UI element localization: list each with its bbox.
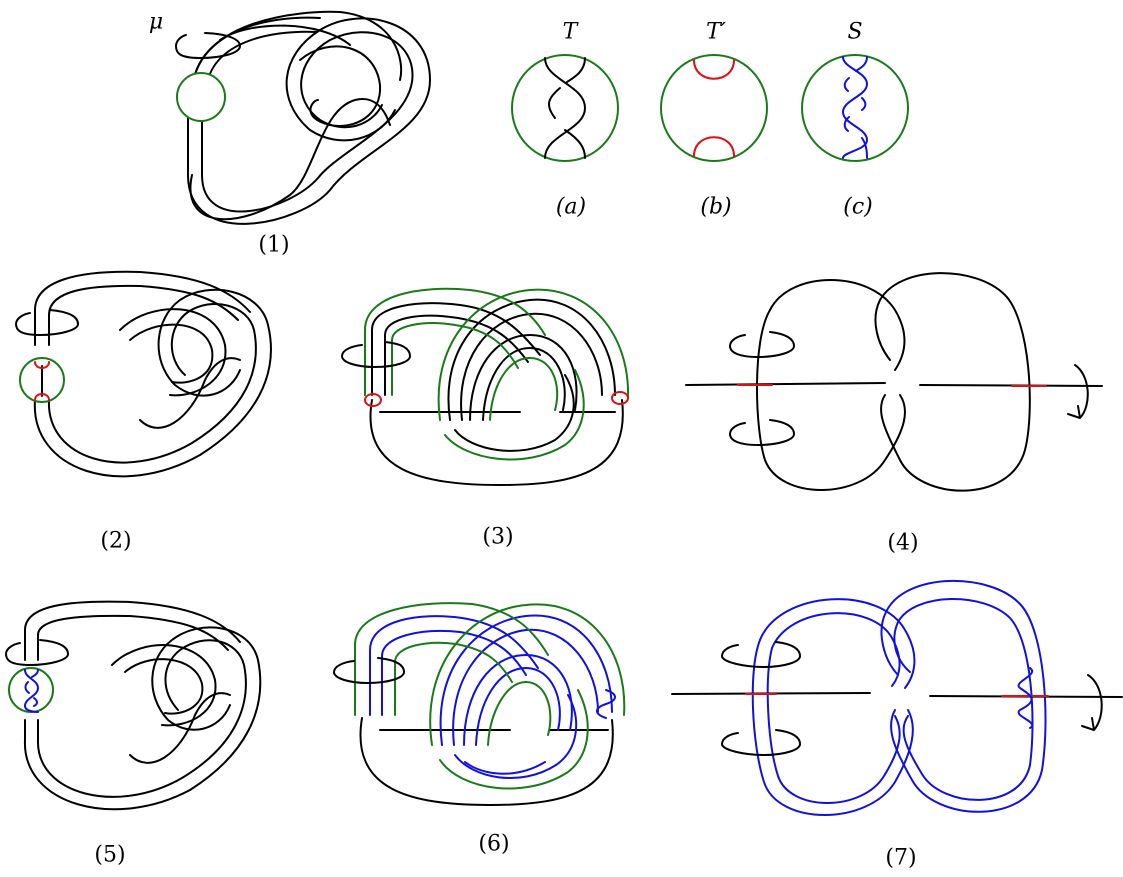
panel-1-knot (188, 12, 430, 224)
tangle-b-ball (661, 55, 767, 161)
panel-7-meridian-bottom (722, 730, 800, 755)
label-panel-5: (5) (94, 843, 125, 868)
panel-3-meridian (342, 342, 410, 367)
tangle-a-strand-2a (567, 58, 585, 82)
label-S: S (847, 20, 862, 45)
tangle-a-ball (512, 55, 618, 161)
tangle-a-strand-2b (549, 88, 560, 118)
band-left-a (188, 18, 430, 223)
panel-4-rotation-arrow (1068, 365, 1088, 418)
label-panel-2: (2) (100, 529, 131, 554)
label-b: (b) (700, 195, 731, 220)
band-left-b (202, 32, 413, 211)
panel-6-blue-band (370, 615, 612, 778)
tangle-a (512, 55, 618, 161)
tangle-c-strand-2 (845, 57, 867, 158)
label-c: (c) (843, 195, 873, 220)
label-T: T (563, 20, 578, 45)
panel-1-meridian (176, 33, 240, 58)
panel-5-ball (9, 668, 53, 712)
label-mu: μ (149, 10, 163, 35)
panel-4-knot (686, 273, 1102, 491)
label-a: (a) (556, 195, 586, 220)
tangle-b (661, 55, 767, 161)
tangle-b-arc-top (694, 60, 734, 79)
panel-3-red-right (612, 392, 628, 404)
panel-7-rotation-arrow (1082, 675, 1102, 730)
label-panel-1: (1) (258, 233, 289, 258)
panel-1-ball (177, 73, 225, 121)
label-panel-4: (4) (887, 531, 918, 556)
label-T-prime: T′ (706, 20, 726, 45)
panel-4-meridian-bottom (730, 420, 794, 445)
panel-3-ball-boundary (365, 289, 628, 460)
panel-2-knot (35, 272, 271, 477)
panel-6-ball-boundary (355, 603, 624, 788)
panel-5-knot (25, 602, 260, 810)
meridian-loop-1 (176, 33, 240, 58)
band-lower (190, 99, 390, 219)
label-panel-7: (7) (885, 846, 916, 871)
label-panel-6: (6) (478, 832, 509, 857)
panel-7-blue-band (753, 581, 1046, 815)
panel-2-meridian (16, 310, 78, 335)
tangle-c (802, 55, 908, 161)
panel-7-meridian-top (722, 642, 800, 667)
tangle-b-arc-bottom (694, 137, 734, 156)
panel-3-knot (370, 300, 622, 485)
panel-7-axis (672, 693, 1122, 697)
tangle-a-strand-2c (565, 130, 585, 158)
label-panel-3: (3) (482, 525, 513, 550)
band-inner-loop (300, 46, 380, 126)
